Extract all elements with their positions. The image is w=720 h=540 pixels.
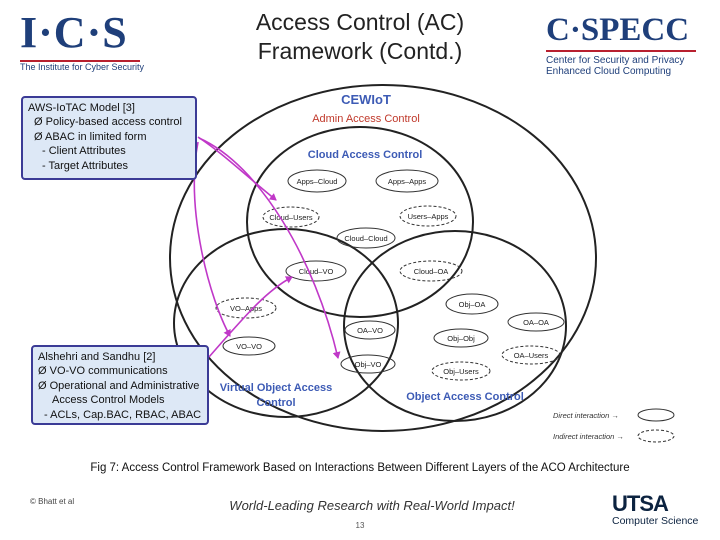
interaction-apps-apps xyxy=(375,169,439,193)
footer-tagline: World-Leading Research with Real-World I… xyxy=(229,498,515,513)
cspecc-logo-rule xyxy=(546,50,696,52)
page-title: Access Control (AC) Framework (Contd.) xyxy=(170,8,550,66)
legend-indirect-label: Indirect interaction → xyxy=(553,432,624,441)
cspecc-logo: C·SPECC Center for Security and Privacy … xyxy=(546,12,706,77)
cspecc-logo-letters: C·SPECC xyxy=(546,12,690,48)
arrow-box1-to-apps-cloud xyxy=(197,136,277,201)
annotation-box-alshehri-sandhu: Alshehri and Sandhu [2] Ø VO-VO communic… xyxy=(31,345,209,425)
annotation-1-line-5: - Target Attributes xyxy=(42,159,129,172)
annotation-1-line-1: AWS-IoTAC Model [3] xyxy=(28,102,135,114)
interaction-apps-cloud xyxy=(287,169,347,193)
legend-direct-label: Direct interaction → xyxy=(553,411,619,420)
label-cloud-vo: Cloud–VO xyxy=(299,267,334,276)
utsa-logo: UTSA Computer Science xyxy=(612,491,714,528)
interaction-cloud-vo xyxy=(285,260,347,282)
annotation-1-line-3: Ø ABAC in limited form xyxy=(34,130,147,143)
object-access-circle xyxy=(343,230,567,422)
interaction-oa-oa xyxy=(507,312,565,332)
annotation-2-line-2: Ø VO-VO communications xyxy=(38,365,168,378)
ics-logo-subtitle: The Institute for Cyber Security xyxy=(20,62,145,72)
label-cloud-users: Cloud–Users xyxy=(269,213,313,222)
annotation-2-line-1: Alshehri and Sandhu [2] xyxy=(38,351,156,363)
label-oa-oa: OA–OA xyxy=(523,318,549,327)
label-apps-apps: Apps–Apps xyxy=(388,177,427,186)
interaction-cloud-users xyxy=(262,206,320,228)
interaction-cloud-oa xyxy=(399,260,463,282)
label-vo-apps: VO–Apps xyxy=(230,304,262,313)
label-oa-users: OA–Users xyxy=(514,351,549,360)
annotation-box-aws-iotac: AWS-IoTAC Model [3] Ø Policy-based acces… xyxy=(21,96,197,180)
arrow-box2-to-cloud-vo xyxy=(208,276,293,358)
label-cloud-oa: Cloud–OA xyxy=(414,267,449,276)
cewiot-title: CEWIoT xyxy=(341,92,391,107)
page-number: 13 xyxy=(355,521,365,530)
admin-access-ellipse xyxy=(169,84,597,432)
annotation-1-line-4: - Client Attributes xyxy=(42,145,126,158)
legend-direct-swatch xyxy=(637,408,675,422)
interaction-users-apps xyxy=(399,205,457,227)
label-vo-vo: VO–VO xyxy=(236,342,262,351)
interaction-vo-apps xyxy=(215,297,277,319)
utsa-logo-subtitle: Computer Science xyxy=(612,515,699,527)
admin-access-label: Admin Access Control xyxy=(312,113,420,125)
annotation-2-line-5: - ACLs, Cap.BAC, RBAC, ABAC xyxy=(44,408,202,421)
label-obj-oa: Obj–OA xyxy=(459,300,486,309)
label-obj-users: Obj–Users xyxy=(443,367,479,376)
vo-access-label-line-1: Virtual Object Access xyxy=(220,382,333,394)
cloud-access-label: Cloud Access Control xyxy=(308,149,423,161)
arrow-box1-to-obj-vo xyxy=(198,137,341,359)
interaction-obj-oa xyxy=(445,293,499,315)
figure-caption: Fig 7: Access Control Framework Based on… xyxy=(90,462,630,474)
object-access-label: Object Access Control xyxy=(406,391,524,403)
page-title-line-2: Framework (Contd.) xyxy=(257,38,463,64)
page-title-line-1: Access Control (AC) xyxy=(255,9,465,35)
utsa-logo-text: UTSA xyxy=(612,491,669,516)
cloud-access-circle xyxy=(246,126,474,318)
label-obj-vo: Obj–VO xyxy=(355,360,382,369)
cspecc-logo-line-2: Enhanced Cloud Computing xyxy=(546,66,672,77)
interaction-cloud-cloud xyxy=(336,227,396,249)
label-cloud-cloud: Cloud–Cloud xyxy=(344,234,387,243)
ics-logo: I·C·S The Institute for Cyber Security xyxy=(20,8,145,78)
interaction-obj-obj xyxy=(433,328,489,348)
label-obj-obj: Obj–Obj xyxy=(447,334,475,343)
interaction-obj-vo xyxy=(340,354,396,374)
interaction-obj-users xyxy=(431,361,491,381)
copyright-notice: © Bhatt et al xyxy=(30,497,75,506)
vo-access-label-line-2: Control xyxy=(256,397,295,409)
annotation-2-line-4: Access Control Models xyxy=(52,394,165,407)
vo-access-circle xyxy=(173,228,399,418)
label-users-apps: Users–Apps xyxy=(408,212,449,221)
interaction-oa-users xyxy=(501,345,561,365)
annotation-2-line-3: Ø Operational and Administrative xyxy=(38,379,200,392)
ics-logo-letters: I·C·S xyxy=(20,8,128,57)
interaction-vo-vo xyxy=(222,336,276,356)
cspecc-logo-line-1: Center for Security and Privacy xyxy=(546,55,685,66)
label-apps-cloud: Apps–Cloud xyxy=(297,177,338,186)
interaction-oa-vo xyxy=(344,320,396,340)
label-oa-vo: OA–VO xyxy=(357,326,383,335)
legend-indirect-swatch xyxy=(637,429,675,443)
ics-logo-rule xyxy=(20,60,140,62)
annotation-1-line-2: Ø Policy-based access control xyxy=(34,116,182,129)
